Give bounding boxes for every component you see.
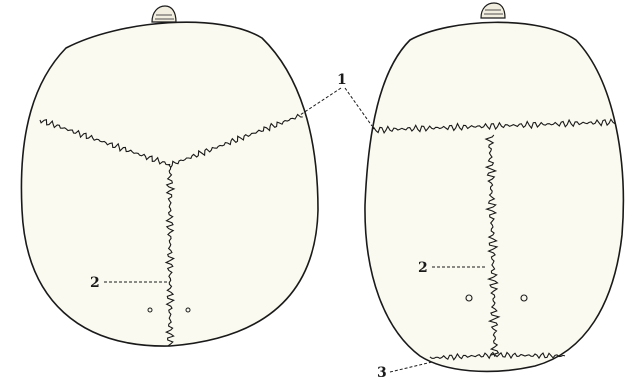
- left-skull: [21, 6, 318, 346]
- label-lambdoid-suture: 3: [377, 365, 387, 381]
- leader-1-left: [300, 88, 341, 115]
- right-skull-knob: [481, 3, 505, 18]
- leader-1-right: [345, 88, 372, 126]
- label-coronal-suture: 1: [337, 72, 347, 88]
- left-skull-knob: [152, 6, 176, 22]
- right-skull: [365, 3, 623, 371]
- label-sagittal-suture-right: 2: [418, 260, 428, 276]
- label-sagittal-suture-left: 2: [90, 275, 100, 291]
- leader-3: [390, 362, 432, 372]
